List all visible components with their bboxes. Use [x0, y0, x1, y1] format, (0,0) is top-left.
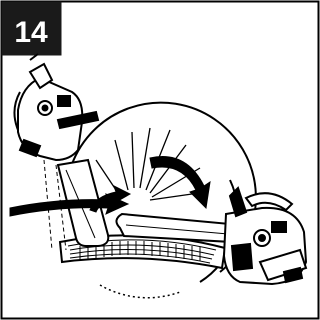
chainsaw-horizontal-position-icon [115, 186, 308, 286]
step-number: 14 [14, 16, 48, 49]
step-badge: 14 [1, 1, 62, 56]
motion-trail [43, 159, 67, 251]
motion-arrow-icon [9, 156, 211, 217]
